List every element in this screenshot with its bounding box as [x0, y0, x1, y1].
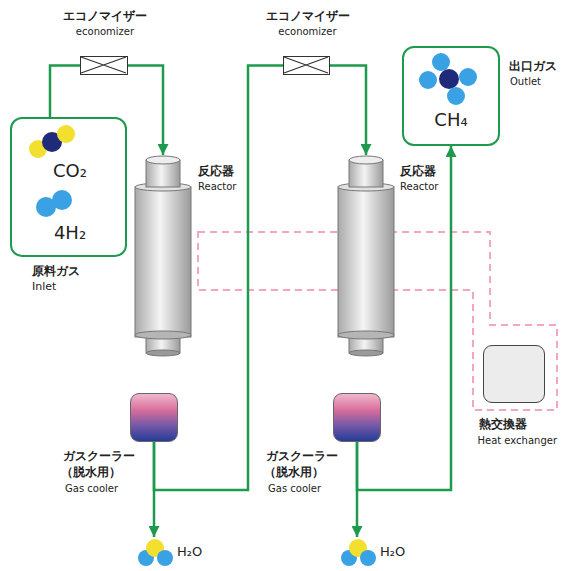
water-output: H₂O	[340, 537, 412, 567]
node-label: Outlet	[510, 76, 541, 88]
heat-exchanger: 熱交換器Heat exchanger	[483, 345, 545, 403]
economizer-cross	[81, 57, 126, 73]
heading-label: エコノマイザー	[266, 10, 350, 24]
outlet-box: CH₄出口ガスOutlet	[402, 46, 500, 146]
heading-label: 原料ガス	[32, 265, 80, 279]
heading-label: ガスクーラー	[63, 450, 135, 464]
flow-line	[50, 66, 80, 118]
node-label: Gas cooler	[65, 483, 118, 495]
node-label: economizer	[76, 26, 134, 38]
water-output: H₂O	[137, 537, 209, 567]
reactor-vessel	[135, 155, 191, 355]
reactor-vessel	[338, 155, 394, 355]
node-label: CH₄	[434, 110, 467, 131]
reactor: 反応器Reactor	[338, 155, 394, 355]
economizer-cross	[284, 57, 328, 73]
heading-label: 反応器	[198, 165, 234, 179]
gas-cooler: ガスクーラー（脱水用）Gas cooler	[333, 393, 381, 442]
flow-line	[330, 66, 366, 156]
node-label: economizer	[278, 26, 336, 38]
node-label: Reactor	[198, 181, 236, 193]
flow-line	[128, 66, 163, 156]
reactor: 反応器Reactor	[135, 155, 191, 355]
economizer-box: エコノマイザーeconomizer	[283, 56, 330, 75]
inlet-box: CO₂4H₂原料ガスInlet	[10, 117, 127, 257]
molecule-icon	[137, 537, 173, 567]
node-label: Inlet	[32, 281, 56, 294]
heading-label: 出口ガス	[509, 60, 557, 74]
heading-label: ガスクーラー	[266, 450, 338, 464]
molecule-icon	[340, 537, 376, 567]
gas-cooler: ガスクーラー（脱水用）Gas cooler	[130, 393, 178, 442]
node-label: 4H₂	[54, 223, 86, 244]
node-label: Heat exchanger	[477, 435, 557, 447]
node-label: CO₂	[53, 161, 87, 182]
heading-label: （脱水用）	[61, 466, 121, 480]
node-label: Reactor	[400, 181, 438, 193]
heading-label: 熱交換器	[479, 418, 527, 432]
node-label: H₂O	[380, 545, 405, 560]
heading-label: 反応器	[400, 165, 436, 179]
node-label: H₂O	[177, 545, 202, 560]
node-label: Gas cooler	[268, 483, 321, 495]
heading-label: （脱水用）	[264, 466, 324, 480]
heading-label: エコノマイザー	[63, 10, 147, 24]
economizer-box: エコノマイザーeconomizer	[80, 56, 128, 75]
